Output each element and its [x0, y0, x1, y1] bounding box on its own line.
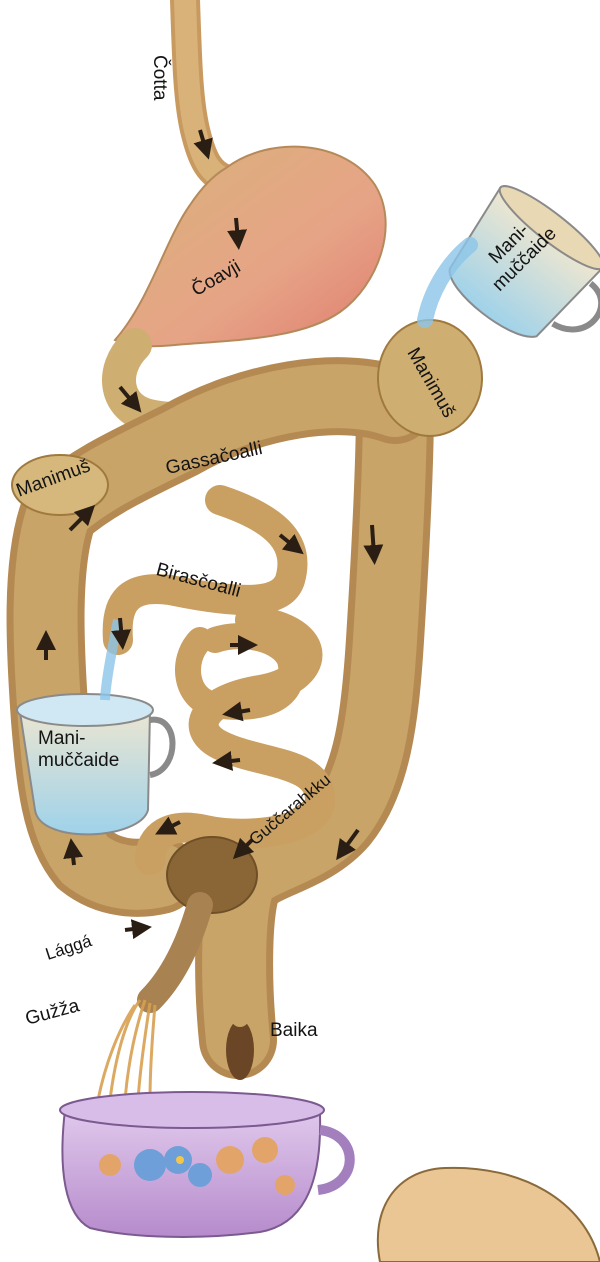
label-water-left: Mani- muččaide	[38, 728, 148, 772]
label-baika: Baika	[270, 1020, 318, 1042]
label-cotta: Čotta	[148, 55, 170, 100]
chamber-pot	[60, 1092, 350, 1237]
stool	[226, 1020, 254, 1080]
child-head	[378, 1168, 600, 1262]
stomach	[115, 147, 386, 347]
urine-stream	[98, 1000, 155, 1100]
